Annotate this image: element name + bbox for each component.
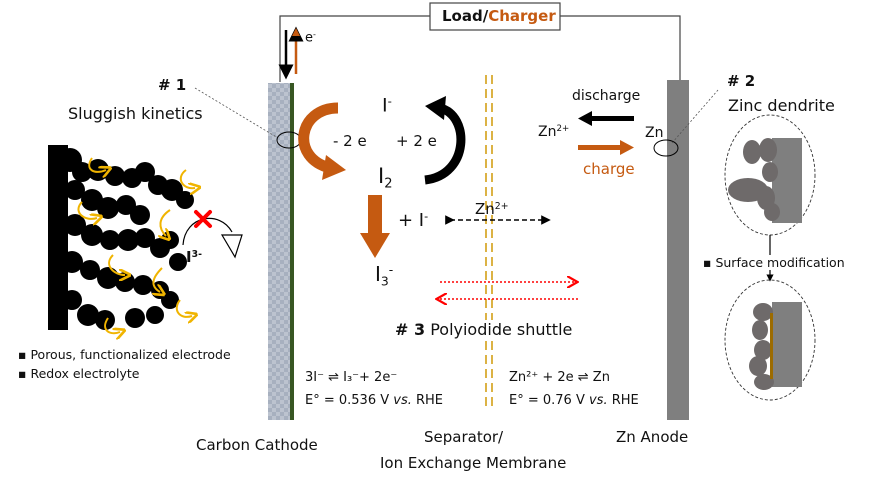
minus-2e-label: - 2 e [333, 132, 367, 150]
load-text: Load/ [442, 7, 489, 25]
anode-equation: Zn²⁺ + 2e ⇌ Zn [509, 370, 610, 385]
discharge-label: discharge [572, 88, 641, 104]
anode-zn-ion-charge: 2+ [556, 124, 570, 135]
load-label: Load/Charger [442, 7, 556, 25]
anode-zn-ion-label: Zn2+ [538, 124, 569, 140]
electron-text: e [305, 30, 313, 46]
plus-2e-label: + 2 e [396, 132, 437, 150]
triiodide-label: I3- [375, 262, 393, 288]
load-charger-box [429, 2, 561, 31]
iodide-label: I- [382, 94, 392, 116]
issue-1-title: Sluggish kinetics [68, 104, 203, 123]
bullet-2-text: Redox electrolyte [30, 366, 140, 381]
cathode-label: Carbon Cathode [196, 436, 318, 454]
plus-iodide-label: + I- [398, 210, 428, 231]
cathode-equation: 3I⁻ ⇌ I₃⁻+ 2e⁻ [305, 370, 398, 385]
anode-ref: RHE [607, 393, 639, 408]
modified-circle [724, 279, 816, 401]
ion-charge: 3- [191, 248, 202, 260]
anode-zn-ion-symbol: Zn [538, 124, 557, 140]
carbon-cathode [268, 83, 290, 420]
reduction-arrow [424, 103, 466, 185]
anode-vs: vs. [588, 393, 608, 408]
porous-electrode [48, 145, 194, 330]
separator-label-2: Ion Exchange Membrane [380, 454, 567, 472]
triiodide-subscript: 3 [380, 273, 389, 289]
iodide-charge: - [387, 94, 392, 108]
cathode-potential: E° = 0.536 V vs. RHE [305, 393, 443, 408]
issue-3-label: # 3 Polyiodide shuttle [395, 320, 573, 339]
cathode-ref: RHE [411, 393, 444, 408]
plus-iodide-charge: - [424, 210, 429, 223]
charge-arrow [578, 145, 622, 150]
blocked-x-icon [194, 210, 212, 228]
iodine-label: I2 [378, 164, 392, 192]
anode-potential: E° = 0.76 V vs. RHE [509, 393, 639, 408]
issue-2-remedy: ▪ Surface modification [703, 255, 845, 270]
triiodide-arrow-shaft [368, 195, 382, 235]
zn-ion-charge: 2+ [494, 200, 509, 212]
callout-2-circle [653, 139, 679, 157]
issue-2-number: # 2 [727, 72, 756, 90]
separator-label-1: Separator/ [424, 428, 504, 446]
triiodide-symbol: I [375, 262, 381, 286]
issue-3-title: Polyiodide shuttle [430, 320, 573, 339]
zinc-anode [667, 80, 689, 420]
circuit-wire [279, 15, 681, 82]
anode-label: Zn Anode [616, 428, 689, 446]
triiodide-charge: - [388, 262, 394, 278]
plus-iodide-text: + I [398, 210, 425, 232]
iodine-symbol: I [378, 164, 385, 188]
blocked-ion-label: I3- [186, 248, 202, 266]
protective-coating [770, 313, 773, 379]
cathode-potential-value: E° = 0.536 V [305, 393, 394, 408]
hollow-arrow-icon [220, 234, 243, 259]
zn-metal-label: Zn [645, 125, 664, 141]
issue-1-bullet-1: ▪ Porous, functionalized electrode [18, 347, 231, 362]
electron-charge: - [313, 30, 316, 39]
charge-label: charge [583, 160, 635, 178]
bullet-1-text: Porous, functionalized electrode [30, 347, 231, 362]
zn-ion-symbol: Zn [475, 200, 495, 218]
electron-label: e- [305, 30, 316, 45]
ion-symbol: I [186, 248, 192, 266]
issue-2-title: Zinc dendrite [728, 96, 835, 115]
issue-3-number: # 3 [395, 320, 426, 339]
anode-potential-value: E° = 0.76 V [509, 393, 589, 408]
issue-1-bullet-2: ▪ Redox electrolyte [18, 366, 140, 381]
iodine-subscript: 2 [384, 176, 393, 192]
charger-text: Charger [488, 7, 556, 25]
iodide-symbol: I [382, 94, 388, 117]
zinc-dendrite [728, 138, 780, 221]
modified-zinc-deposit [749, 303, 774, 390]
issue-1-number: # 1 [158, 76, 187, 94]
remedy-text: Surface modification [715, 255, 845, 270]
oxidation-arrow [298, 102, 339, 174]
cathode-vs: vs. [393, 393, 412, 408]
redox-flux-arrows [77, 157, 195, 333]
zn-ion-migration-label: Zn2+ [475, 200, 509, 218]
discharge-arrow [590, 116, 634, 121]
cathode-coating [290, 83, 294, 420]
callout-1-leader [194, 87, 279, 139]
